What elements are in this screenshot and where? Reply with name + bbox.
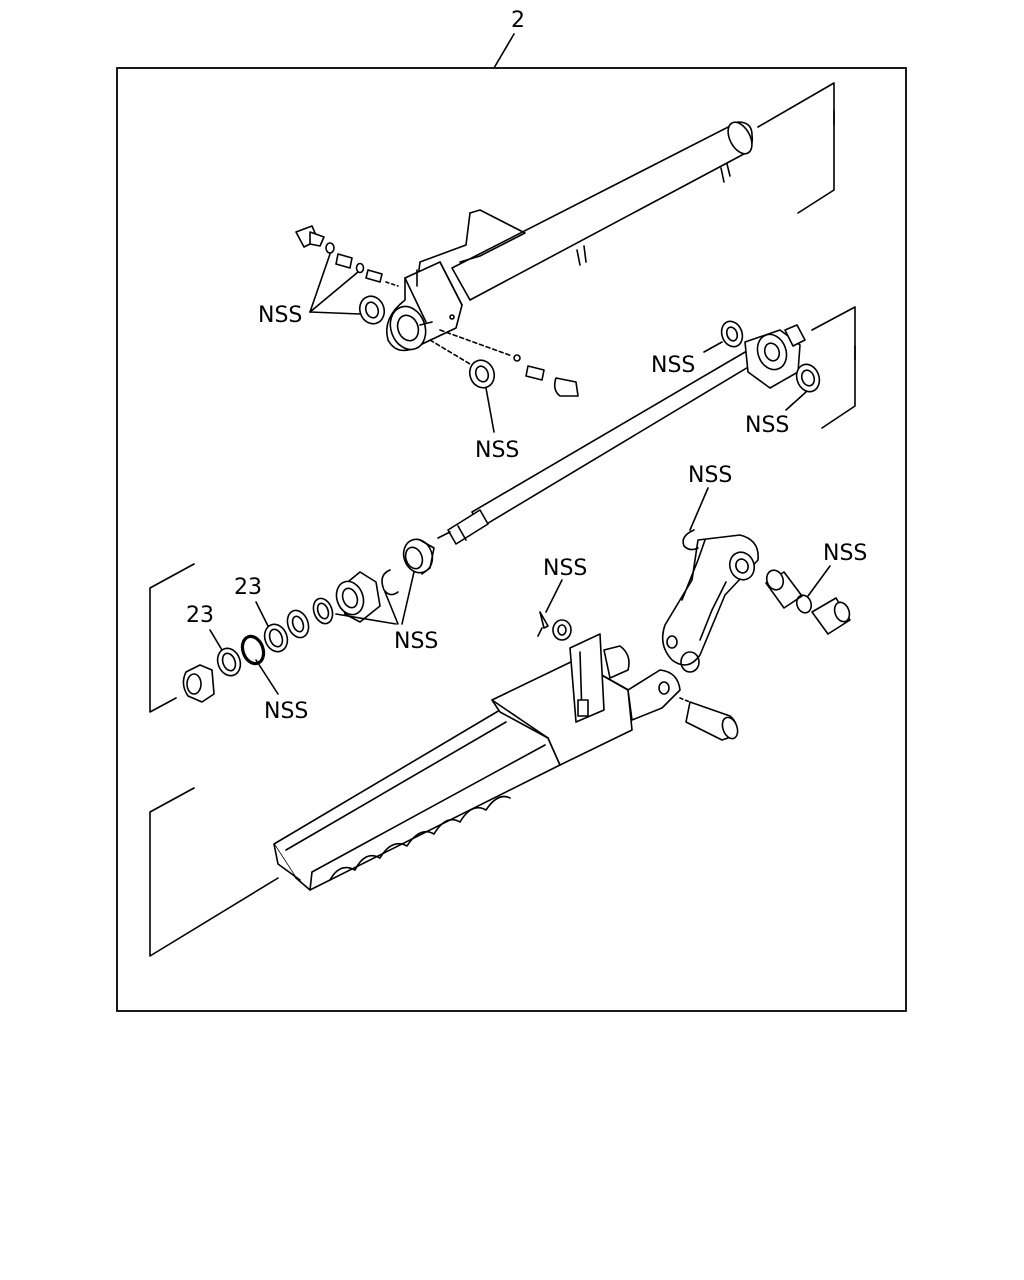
callout-nss-link-right: NSS bbox=[823, 541, 867, 566]
assembly-number: 2 bbox=[511, 8, 525, 33]
callout-23-right: 23 bbox=[234, 575, 262, 600]
seal-ring-small bbox=[312, 597, 334, 625]
callout-nss-right-top: NSS bbox=[651, 353, 695, 378]
bushing bbox=[286, 609, 310, 639]
link-clip-ring bbox=[682, 529, 699, 551]
callout-nss-upper-center: NSS bbox=[475, 438, 519, 463]
channel-bracket bbox=[149, 611, 739, 957]
link-pin bbox=[811, 597, 851, 635]
o-ring bbox=[240, 634, 266, 666]
washer-upper-left bbox=[358, 295, 386, 325]
break-bracket-left bbox=[149, 563, 195, 713]
snap-ring bbox=[381, 569, 399, 596]
bleeder-screw-upper bbox=[295, 225, 399, 287]
bleeder-screw-lower bbox=[439, 329, 579, 397]
assembly-leader bbox=[493, 33, 515, 69]
end-cap-nut bbox=[182, 664, 215, 703]
callout-nss-clip: NSS bbox=[543, 556, 587, 581]
washer-rod-bottom bbox=[795, 363, 821, 393]
washer-rod-top bbox=[720, 320, 744, 348]
callout-nss-right-bottom: NSS bbox=[745, 413, 789, 438]
link-o-ring bbox=[795, 594, 813, 614]
callout-nss-seal-group: NSS bbox=[394, 629, 438, 654]
callout-nss-oring: NSS bbox=[264, 699, 308, 724]
callout-nss-link-top: NSS bbox=[688, 463, 732, 488]
callout-nss-upper-left: NSS bbox=[258, 303, 302, 328]
washer-upper-center bbox=[468, 359, 496, 389]
piston-rod bbox=[437, 306, 856, 545]
ring-23-right bbox=[263, 623, 289, 653]
assembly-frame bbox=[116, 67, 907, 1012]
piston bbox=[335, 571, 381, 623]
cylinder-barrel bbox=[386, 82, 835, 352]
callout-23-left: 23 bbox=[186, 603, 214, 628]
link-arm bbox=[661, 534, 759, 673]
rod-seal bbox=[402, 538, 435, 575]
ring-23-left bbox=[216, 647, 242, 677]
